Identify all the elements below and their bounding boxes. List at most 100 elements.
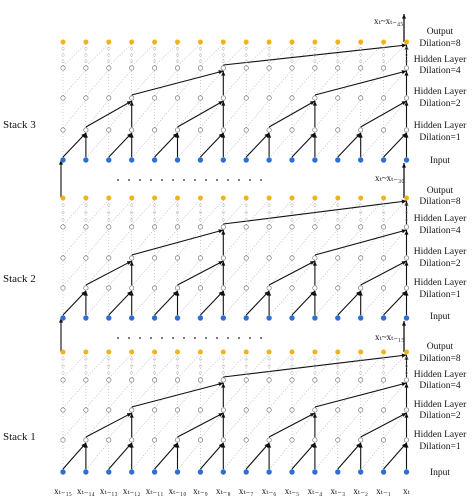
input-node — [151, 315, 158, 321]
minor-node — [244, 47, 248, 51]
input-node — [358, 315, 364, 321]
hidden-node — [403, 224, 409, 230]
hidden-node — [312, 285, 318, 291]
edge-d1-head — [221, 133, 226, 138]
minor-node — [153, 47, 157, 51]
layer-label: Dilation=1 — [419, 442, 460, 452]
faint-edge — [62, 199, 87, 226]
output-node — [83, 39, 89, 45]
minor-node — [221, 203, 225, 207]
faint-edge — [314, 289, 338, 317]
hidden-node — [197, 65, 203, 71]
minor-node — [336, 53, 340, 57]
minor-node — [336, 218, 340, 222]
minor-node — [405, 203, 409, 207]
separator-dot — [139, 179, 141, 181]
minor-node — [61, 210, 65, 214]
hidden-node — [197, 437, 203, 443]
separator-dot — [238, 337, 240, 339]
hidden-node — [129, 407, 135, 413]
input-node — [358, 157, 364, 163]
minor-node — [153, 371, 157, 375]
edge-d2-head — [126, 261, 132, 265]
input-node — [266, 469, 272, 475]
separator-dot — [161, 179, 163, 181]
edge-d2-head — [129, 261, 134, 266]
hidden-node — [152, 377, 158, 383]
input-node — [266, 315, 272, 321]
output-node — [220, 195, 226, 201]
hidden-node — [152, 285, 158, 291]
hidden-node — [152, 95, 158, 101]
faint-edge — [85, 99, 109, 129]
layer-label: Hidden Layer — [414, 214, 467, 224]
edge-d2 — [177, 100, 224, 128]
hidden-node — [60, 65, 66, 71]
faint-edge — [85, 411, 109, 439]
output-node — [312, 39, 318, 45]
faint-edge — [131, 43, 155, 67]
edge-d1 — [383, 442, 407, 470]
edge-d1 — [245, 442, 270, 470]
faint-edge — [291, 199, 316, 226]
edge-d2-head — [309, 261, 315, 265]
minor-node — [107, 47, 111, 51]
hidden-node — [60, 377, 66, 383]
stack-label: Stack 1 — [3, 431, 36, 443]
minor-node — [130, 60, 134, 64]
hidden-node — [358, 285, 364, 291]
minor-node — [244, 210, 248, 214]
x-label: xₜ₋₄ — [308, 486, 323, 496]
minor-node — [382, 371, 386, 375]
hidden-node — [197, 407, 203, 413]
separator-dot — [172, 337, 174, 339]
edge-d2-head — [404, 261, 409, 266]
x-label: xₜ₋₉ — [193, 486, 208, 496]
edge-d2 — [177, 260, 224, 286]
edge-d4-head — [221, 230, 226, 235]
edge-d4 — [131, 382, 224, 408]
faint-edge — [337, 69, 361, 97]
faint-edge — [85, 353, 109, 379]
edge-d1 — [200, 132, 224, 158]
hidden-node — [197, 95, 203, 101]
faint-edge — [337, 228, 361, 257]
input-node — [403, 469, 410, 475]
minor-node — [130, 357, 134, 361]
edge-d1 — [383, 132, 407, 158]
minor-node — [336, 60, 340, 64]
edge-d4 — [314, 70, 407, 96]
right-connector-head — [401, 321, 407, 326]
minor-node — [267, 53, 271, 57]
faint-edge — [223, 441, 247, 471]
faint-edge — [62, 99, 87, 129]
edge-d2-head — [401, 413, 407, 417]
minor-node — [198, 371, 202, 375]
faint-edge — [314, 199, 338, 226]
edge-d4 — [131, 70, 224, 96]
output-node — [243, 349, 249, 355]
minor-node — [198, 357, 202, 361]
faint-edge — [223, 69, 247, 97]
layer-label: Dilation=4 — [419, 226, 460, 236]
edge-d2 — [360, 100, 407, 128]
hidden-node — [106, 65, 112, 71]
edge-d1-head — [172, 291, 178, 296]
separator-dot — [117, 179, 119, 181]
layer-label: Hidden Layer — [414, 278, 467, 288]
faint-edge — [314, 411, 338, 439]
hidden-node — [129, 437, 135, 443]
hidden-node — [60, 255, 66, 261]
minor-node — [153, 60, 157, 64]
hidden-node — [381, 407, 387, 413]
minor-node — [130, 203, 134, 207]
faint-edge — [268, 99, 293, 129]
hidden-node — [83, 224, 89, 230]
separator-dot — [161, 337, 163, 339]
minor-node — [290, 210, 294, 214]
faint-edge — [62, 381, 87, 409]
x-label: xₜ₋₁₃ — [100, 486, 118, 496]
edge-d2-head — [126, 413, 132, 417]
x-label: xₜ₋₁₀ — [169, 486, 187, 496]
hidden-node — [358, 437, 364, 443]
